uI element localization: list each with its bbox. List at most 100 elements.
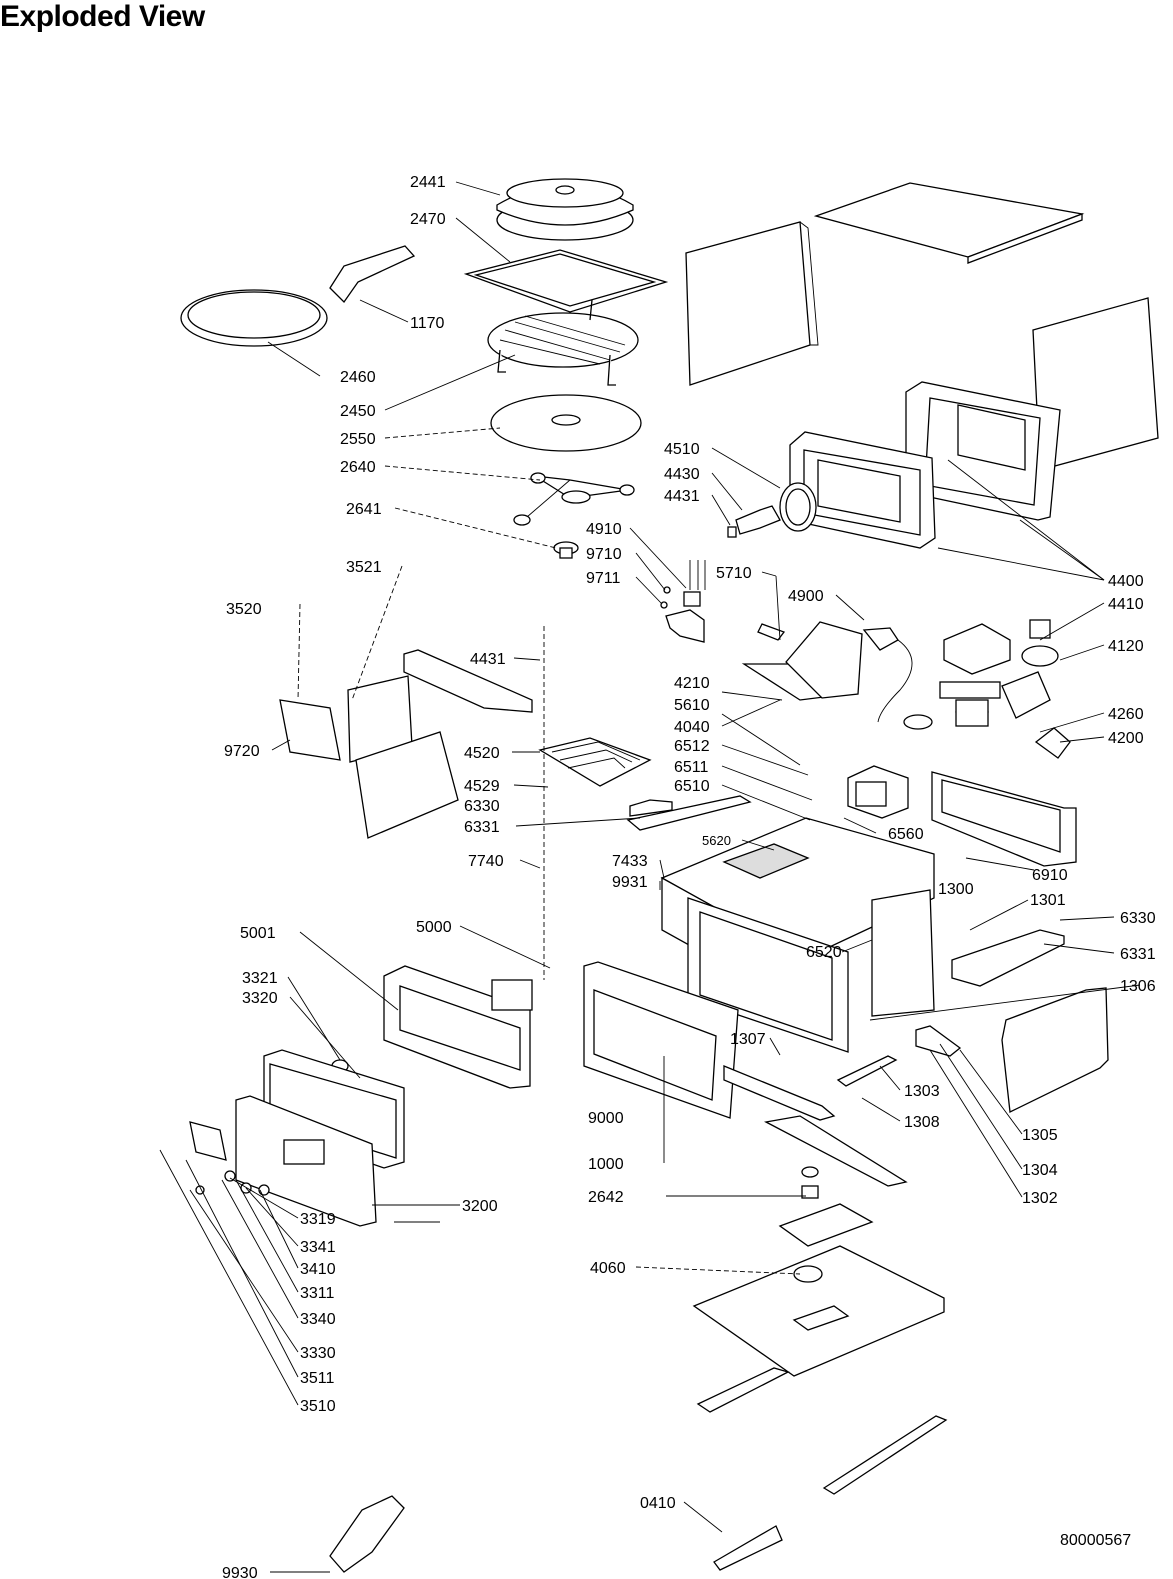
label-4431-mid: 4431: [470, 651, 506, 668]
fan-motor-4200: [1034, 727, 1071, 759]
rear-panel-lower: [931, 771, 1077, 867]
label-3510: 3510: [300, 1398, 336, 1415]
label-1000: 1000: [588, 1156, 624, 1173]
label-1300: 1300: [938, 881, 974, 898]
grill-element-4520: [538, 737, 652, 787]
label-4410: 4410: [1108, 596, 1144, 613]
waveguide-4900: [741, 621, 933, 730]
bracket-6330: [626, 795, 752, 831]
base-rails-0410: [696, 1367, 948, 1571]
handle-9930: [329, 1495, 405, 1573]
document-number: 80000567: [1060, 1532, 1132, 1549]
hinge-1302: [915, 1025, 962, 1057]
label-5610: 5610: [674, 697, 710, 714]
label-3311: 3311: [300, 1285, 335, 1302]
label-1308: 1308: [904, 1114, 940, 1131]
fan-blade-4430: [727, 505, 781, 538]
label-4040: 4040: [674, 719, 710, 736]
label-3410: 3410: [300, 1261, 336, 1278]
label-2641: 2641: [346, 501, 382, 518]
label-3320: 3320: [242, 990, 278, 1007]
label-5001: 5001: [240, 925, 276, 942]
label-2460: 2460: [340, 369, 376, 386]
label-2470: 2470: [410, 211, 446, 228]
label-4910: 4910: [586, 521, 622, 538]
label-6331-left: 6331: [464, 819, 500, 836]
label-3200: 3200: [462, 1198, 498, 1215]
label-1303: 1303: [904, 1083, 940, 1100]
label-3330: 3330: [300, 1345, 336, 1362]
dome-cover-2441: [496, 178, 634, 241]
label-2642: 2642: [588, 1189, 624, 1206]
switch-bracket-4910: [660, 560, 706, 643]
side-board: [355, 731, 459, 839]
page-title: Exploded View: [0, 0, 205, 33]
splash-plate-2460: [180, 289, 328, 347]
coupler-2641: [553, 541, 579, 559]
latch-6330: [951, 929, 1065, 987]
oven-cavity: [660, 817, 935, 1053]
label-4210: 4210: [674, 675, 710, 692]
cabinet-top-panel: [813, 182, 1085, 264]
label-3321: 3321: [242, 970, 278, 987]
front-frame-3200: [263, 1049, 405, 1169]
part-labels: 2441 2470 1170 2460 2450 2550 2640 2641 …: [222, 174, 1156, 1579]
label-3319: 3319: [300, 1211, 336, 1228]
label-3511: 3511: [300, 1370, 335, 1387]
label-4260: 4260: [1108, 706, 1144, 723]
label-2450: 2450: [340, 403, 376, 420]
bottom-rail-1303: [836, 1055, 898, 1087]
label-9711: 9711: [586, 570, 621, 587]
label-6910: 6910: [1032, 867, 1068, 884]
stirrer-fan-4510: [779, 482, 817, 532]
label-1305: 1305: [1022, 1127, 1058, 1144]
label-6510: 6510: [674, 778, 710, 795]
knob-3510: [189, 1121, 270, 1196]
timer-5000: [491, 979, 533, 1011]
cabinet-left-side-panel: [685, 221, 819, 386]
label-2640: 2640: [340, 459, 376, 476]
label-9710: 9710: [586, 546, 622, 563]
label-6512: 6512: [674, 738, 710, 755]
label-1304: 1304: [1022, 1162, 1058, 1179]
label-1170: 1170: [410, 315, 445, 332]
label-4510: 4510: [664, 441, 700, 458]
tray-handle-1170: [329, 245, 416, 304]
label-3341: 3341: [300, 1239, 336, 1256]
label-3521: 3521: [346, 559, 382, 576]
rail-2642: [764, 1115, 908, 1199]
grill-rack-2450: [487, 299, 639, 386]
label-1302: 1302: [1022, 1190, 1058, 1207]
label-0410: 0410: [640, 1495, 676, 1512]
label-6331-right: 6331: [1120, 946, 1156, 963]
control-bracket-3521: [347, 649, 533, 763]
leader-lines: [159, 181, 1141, 1573]
door-9000: [583, 961, 739, 1119]
magnetron-4410: [939, 619, 1059, 727]
roller-ring-2640: [513, 472, 635, 526]
cavity-frame-4400: [789, 381, 1061, 549]
glass-turntable-2550: [490, 394, 642, 452]
label-3520: 3520: [226, 601, 262, 618]
transformer-4040: [847, 765, 909, 819]
control-housing-5001: [383, 965, 531, 1089]
label-4430: 4430: [664, 466, 700, 483]
label-1301: 1301: [1030, 892, 1066, 909]
label-3340: 3340: [300, 1311, 336, 1328]
baking-tray-2470: [463, 249, 669, 313]
label-6330-left: 6330: [464, 798, 500, 815]
label-6511: 6511: [674, 759, 709, 776]
label-6330-right: 6330: [1120, 910, 1156, 927]
label-5620: 5620: [702, 833, 731, 848]
label-9720: 9720: [224, 743, 260, 760]
label-5710: 5710: [716, 565, 752, 582]
label-4520: 4520: [464, 745, 500, 762]
label-1307: 1307: [730, 1031, 766, 1048]
label-4200: 4200: [1108, 730, 1144, 747]
label-9931: 9931: [612, 874, 648, 891]
label-7740: 7740: [468, 853, 504, 870]
label-1306: 1306: [1120, 978, 1156, 995]
label-4400: 4400: [1108, 573, 1144, 590]
label-2441: 2441: [410, 174, 446, 191]
label-4529: 4529: [464, 778, 500, 795]
